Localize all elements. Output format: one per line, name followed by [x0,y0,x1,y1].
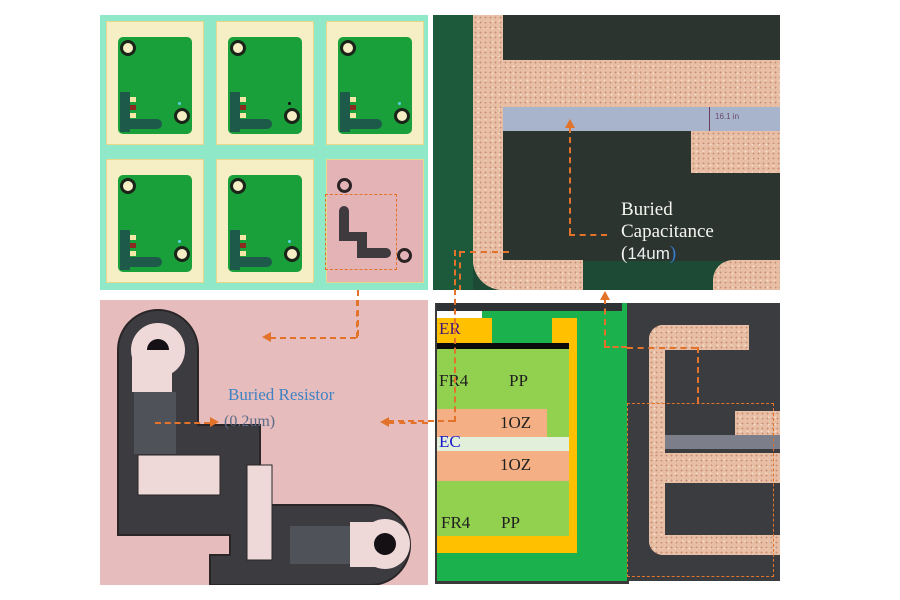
stackup-label-pp-bottom: PP [501,513,520,532]
mounting-hole-icon [174,108,190,124]
stackup-label-fr4-bottom: FR4 [441,513,471,532]
stackup-layer-ec [437,437,569,451]
stackup-label-er: ER [439,319,461,338]
coupon-board [216,159,314,283]
mounting-hole-icon [284,108,300,124]
zoom-region-box [325,194,397,270]
mounting-hole-icon [230,178,246,194]
capacitance-title-line2: Capacitance [621,221,714,242]
hole-ring-icon [397,248,412,263]
stackup-label-fr4-top: FR4 [439,371,469,390]
capacitance-dielectric-layer [503,107,780,131]
resistor-thickness: (0.2um) [224,413,276,430]
resistor-trace [339,206,349,240]
coupon-board [106,159,204,283]
coupon-board [106,21,204,145]
stackup-label-ec: EC [439,432,461,451]
capacitance-micrograph: 16.1 in Buried Capacitance (14um) [433,15,780,290]
mounting-hole-icon [340,40,356,56]
coupon-board [216,21,314,145]
stackup-label-pp-top: PP [509,371,528,390]
stackup-layer-1oz-bottom [437,451,569,481]
resistor-micrograph [627,303,780,581]
stackup-label-1oz-bottom: 1OZ [500,455,532,474]
coupon-board [326,21,424,145]
mounting-hole-icon [174,246,190,262]
capacitance-thickness: (14um) [621,243,677,264]
zoom-region-box [627,403,774,577]
hole-ring-icon [337,178,352,193]
micrograph-scale-text: 16.1 in [715,112,740,121]
coupon-panel [100,15,428,290]
mounting-hole-icon [120,40,136,56]
connector-line [604,346,627,348]
mounting-hole-icon [230,40,246,56]
resistor-closeup: Buried Resistor (0.2um) [100,300,428,585]
mounting-hole-icon [394,108,410,124]
connector-line [357,290,359,336]
capacitance-label: Buried Capacitance (14um) [621,199,714,265]
resistor-title: Buried Resistor [228,385,335,404]
stackup-layer-fr4-bottom [437,481,569,536]
connector-line [454,250,456,422]
exposed-resistor-coupon [325,159,424,283]
mounting-hole-icon [120,178,136,194]
stackup-layer-fr4-top [437,349,569,409]
connector-line [604,298,606,346]
connector-line [388,420,454,422]
resistor-pattern-icon [117,309,411,585]
capacitance-title-line1: Buried [621,199,673,220]
stackup-diagram: ER FR4 PP 1OZ EC 1OZ FR4 PP [435,303,629,584]
stackup-label-1oz-top: 1OZ [500,413,532,432]
mounting-hole-icon [284,246,300,262]
arrow-up-icon [600,291,610,300]
